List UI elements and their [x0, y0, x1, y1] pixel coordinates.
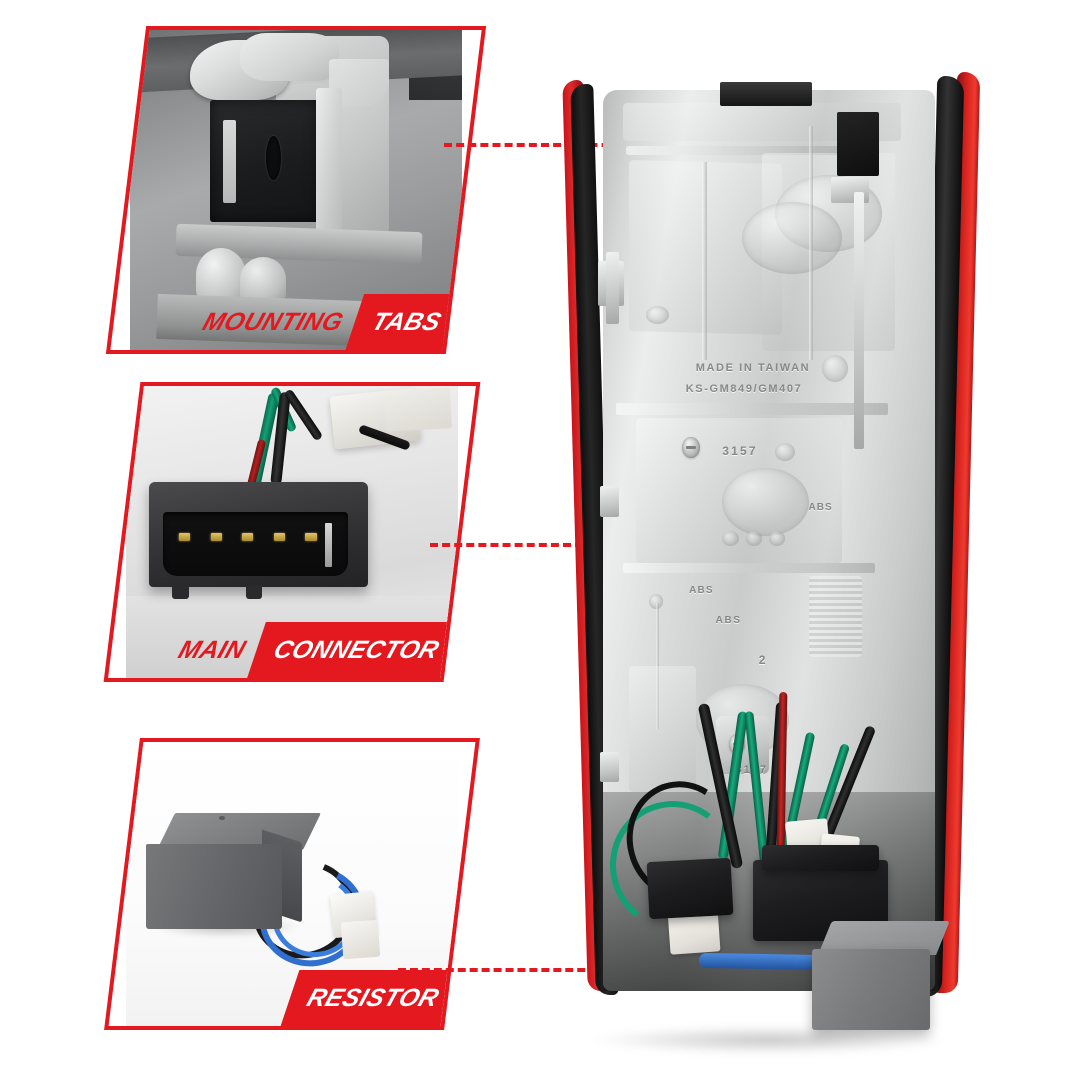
- emboss-bulb-type-upper: 3157: [722, 443, 758, 458]
- product-drop-shadow: [589, 1026, 951, 1054]
- main-connector-module-ridge: [761, 845, 880, 871]
- callout-panel-mounting-tabs[interactable]: MOUNTING TABS: [105, 26, 487, 354]
- emboss-material-abs: ABS: [715, 614, 742, 626]
- mounting-tabs-photo: [130, 30, 462, 350]
- side-clip-mid: [599, 486, 620, 517]
- emboss-material-upper: ABS: [808, 502, 833, 514]
- top-black-clip: [719, 81, 812, 106]
- resistor-photo: [126, 742, 458, 1026]
- mounting-tab-upper-right: [837, 112, 880, 176]
- emboss-part-number: KS-GM849/GM407: [685, 383, 803, 396]
- screw-upper: [682, 436, 701, 459]
- mounting-rod-vertical: [854, 191, 865, 450]
- emboss-made-in: MADE IN TAIWAN: [695, 361, 811, 374]
- side-clip-lower: [599, 751, 620, 783]
- emboss-code-2: 2: [758, 652, 768, 667]
- wire-blue-resistor: [698, 952, 825, 970]
- main-connector-photo: [126, 386, 458, 678]
- callout-panel-main-connector[interactable]: MAIN CONNECTOR: [103, 382, 481, 682]
- product-image-tail-light[interactable]: MADE IN TAIWAN KS-GM849/GM407 3157 ABS A…: [560, 58, 981, 1054]
- callout-panel-resistor[interactable]: RESISTOR: [104, 738, 480, 1030]
- inline-black-connector: [646, 857, 734, 920]
- emboss-material-lower: ABS: [689, 585, 714, 597]
- resistor-module: [812, 949, 930, 1031]
